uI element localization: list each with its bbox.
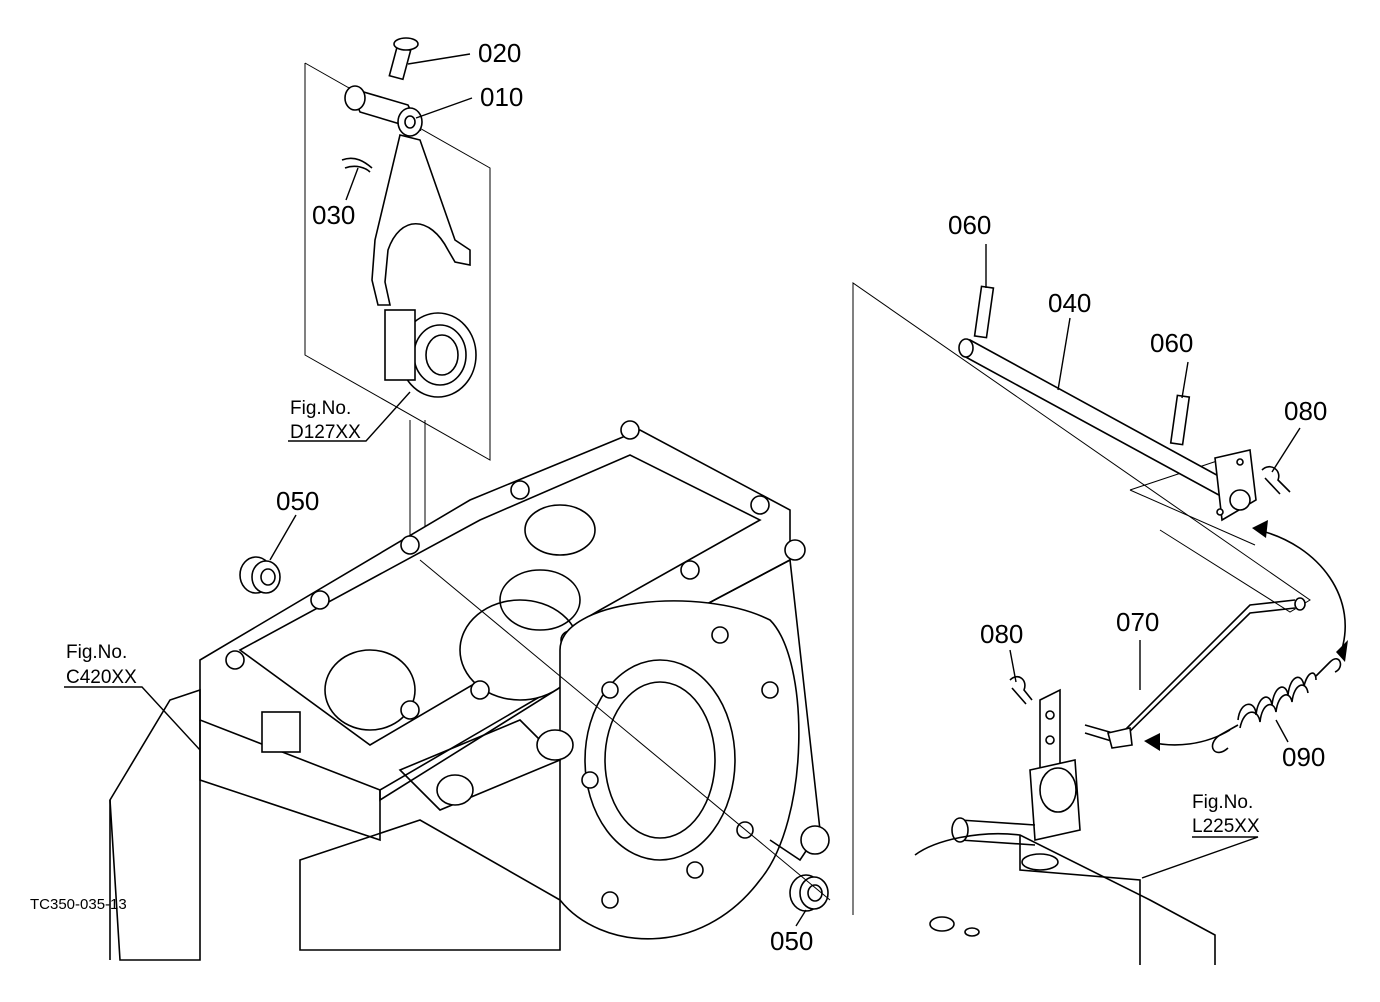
part-label-080-lower: 080 [980,619,1023,649]
clip-080-upper-drawing [1261,465,1291,495]
part-label-060-right: 060 [1150,328,1193,358]
part-label-050-upper: 050 [276,486,319,516]
seal-050-upper-drawing [239,556,281,594]
fig-ref-d127-label: Fig.No. [290,398,351,419]
fig-ref-l225-code: L225XX [1192,816,1260,837]
drawing-code: TC350-035-13 [30,896,127,913]
fig-ref-c420-label: Fig.No. [66,642,127,663]
bearing-drawing [384,309,477,398]
part-label-050-lower: 050 [770,926,813,956]
pin-060-left-drawing [973,285,995,339]
part-label-090: 090 [1282,742,1325,772]
fig-ref-d127-code: D127XX [290,422,361,443]
fig-ref-c420-code: C420XX [66,667,137,688]
rod-070-drawing [1084,597,1306,749]
fig-ref-l225-label: Fig.No. [1192,792,1253,813]
part-label-080-upper: 080 [1284,396,1327,426]
part-label-060-left: 060 [948,210,991,240]
part-label-030: 030 [312,200,355,230]
cotter-pin-030-drawing [341,157,373,173]
part-label-040: 040 [1048,288,1091,318]
leader-lines [64,53,1301,927]
pin-060-right-drawing [1169,394,1191,446]
spring-090-drawing [1211,657,1342,754]
part-label-010: 010 [480,82,523,112]
transmission-case-drawing [109,420,830,961]
motion-arrows [1144,520,1348,751]
shift-fork-010-drawing [344,85,471,306]
shaft-040-drawing [958,338,1257,522]
lever-assembly-frame [852,282,1311,915]
part-label-020: 020 [478,38,521,68]
part-label-070: 070 [1116,607,1159,637]
pin-020-drawing [388,37,419,81]
clip-080-lower-drawing [1009,675,1033,705]
bracket-assembly-drawing [914,688,1216,965]
